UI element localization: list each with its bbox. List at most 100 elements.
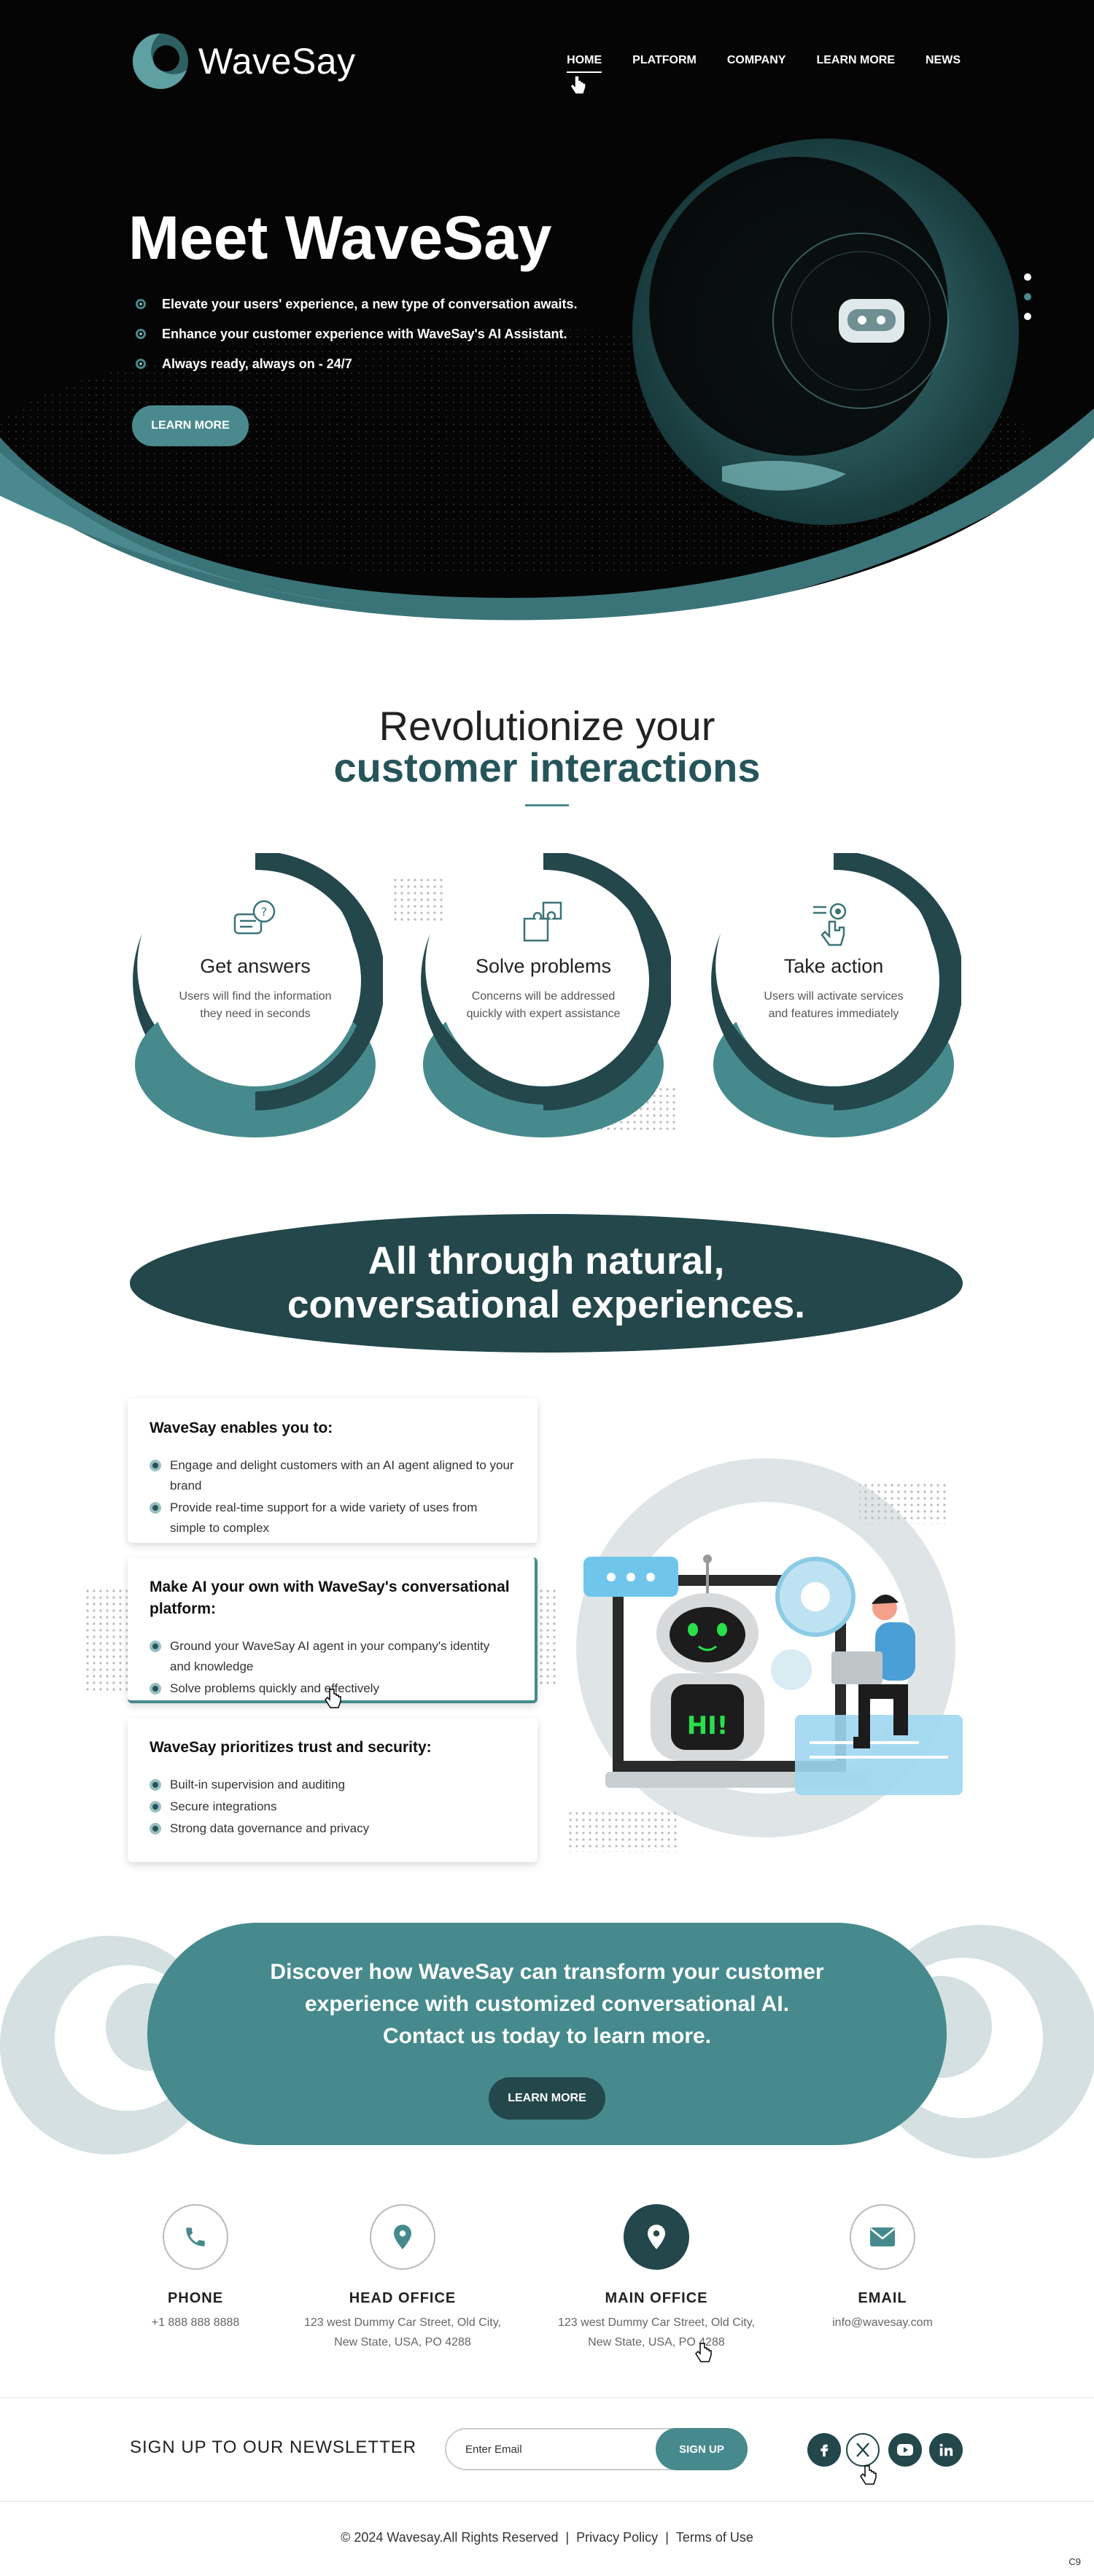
card-list-text: Strong data governance and privacy	[170, 1821, 370, 1835]
x-link[interactable]	[846, 2433, 880, 2467]
feature-description: Users will activate services and feature…	[764, 990, 904, 1020]
bullet-icon	[150, 1460, 161, 1471]
card-list-item: Provide real-time support for a wide var…	[150, 1498, 516, 1538]
card-list-text: Engage and delight customers with an AI …	[170, 1458, 514, 1493]
copyright-text: © 2024 Wavesay.All Rights Reserved	[341, 2530, 559, 2545]
contact-line: New State, USA, PO 4288	[588, 2336, 725, 2349]
cta-line: experience with customized conversationa…	[304, 1992, 790, 2016]
bullet-icon	[150, 1779, 161, 1791]
contact-email: EMAIL info@wavesay.com	[751, 2204, 1014, 2332]
robot-screen-text: HI!	[687, 1711, 729, 1740]
location-pin-icon	[394, 2225, 411, 2249]
terms-of-use-link[interactable]: Terms of Use	[675, 2530, 753, 2545]
bullet-icon	[150, 1801, 161, 1813]
card-list-item: Secure integrations	[150, 1797, 516, 1817]
contact-line: +1 888 888 8888	[151, 2316, 240, 2329]
nav-platform[interactable]: PLATFORM	[632, 54, 697, 66]
card-list-item: Solve problems quickly and effectively	[150, 1678, 513, 1699]
newsletter-email-input[interactable]	[465, 2440, 640, 2459]
info-card-security: WaveSay prioritizes trust and security: …	[128, 1718, 538, 1862]
slider-dot[interactable]	[1024, 313, 1031, 320]
youtube-link[interactable]	[888, 2433, 922, 2467]
footer: © 2024 Wavesay.All Rights Reserved | Priva…	[0, 2530, 1094, 2545]
slider-dot[interactable]	[1024, 273, 1031, 281]
hero-bullet: Elevate your users' experience, a new ty…	[136, 297, 578, 311]
contact-phone: PHONE +1 888 888 8888	[64, 2204, 327, 2332]
hero-section: WaveSay HOME PLATFORM COMPANY LEARN MORE…	[0, 0, 1094, 627]
robot-head-icon	[839, 299, 904, 343]
nav-news[interactable]: NEWS	[926, 54, 961, 66]
feature-card: Take action Users will activate services…	[728, 875, 939, 1086]
footer-separator: |	[565, 2530, 570, 2545]
hero-title: Meet WaveSay	[128, 203, 552, 273]
card-list-text: Secure integrations	[170, 1799, 277, 1813]
privacy-policy-link[interactable]: Privacy Policy	[576, 2530, 659, 2545]
banner-line2: conversational experiences.	[287, 1283, 805, 1326]
card-title: WaveSay prioritizes trust and security:	[150, 1739, 432, 1756]
corner-badge: C9	[1068, 2556, 1081, 2567]
title-underline	[525, 804, 569, 806]
cta-line: Discover how WaveSay can transform your …	[270, 1960, 824, 1984]
contact-icon-circle[interactable]	[850, 2204, 915, 2270]
contact-icon-circle[interactable]	[163, 2204, 228, 2270]
card-list: Built-in supervision and auditing Secure…	[150, 1775, 516, 1839]
contact-email-link[interactable]: info@wavesay.com	[832, 2316, 933, 2329]
card-list-text: Built-in supervision and auditing	[170, 1778, 346, 1791]
slider-dot-active[interactable]	[1024, 293, 1031, 300]
feature-title: Get answers	[200, 955, 311, 977]
feature-solve-problems: Solve problems Concerns will be addresse…	[416, 853, 671, 1137]
contact-detail: +1 888 888 8888	[64, 2313, 327, 2332]
logo[interactable]: WaveSay	[131, 29, 356, 93]
feature-title: Solve problems	[475, 955, 612, 977]
nav-home[interactable]: HOME	[567, 54, 602, 73]
card-list-text: Solve problems quickly and effectively	[170, 1681, 379, 1695]
email-icon	[870, 2227, 895, 2246]
feature-card: ? Get answers Users will find the inform…	[150, 875, 361, 1086]
hero-bullet-list: Elevate your users' experience, a new ty…	[136, 297, 578, 386]
hero-bullet-text: Elevate your users' experience, a new ty…	[162, 296, 578, 311]
card-list: Ground your WaveSay AI agent in your com…	[150, 1636, 513, 1699]
contact-line: New State, USA, PO 4288	[334, 2336, 471, 2349]
contact-detail: 123 west Dummy Car Street, Old City,New …	[271, 2313, 534, 2352]
feature-card: Solve problems Concerns will be addresse…	[438, 875, 649, 1086]
x-icon	[856, 2443, 869, 2457]
intro-title-line1: Revolutionize your	[379, 703, 715, 749]
linkedin-icon	[939, 2443, 953, 2456]
youtube-icon	[897, 2444, 913, 2456]
hand-cursor-icon	[695, 2343, 712, 2362]
contact-icon-circle[interactable]	[370, 2204, 435, 2270]
card-title: Make AI your own with WaveSay's conversa…	[150, 1579, 510, 1617]
card-list: Engage and delight customers with an AI …	[150, 1455, 516, 1538]
newsletter-form: SIGN UP	[445, 2428, 748, 2470]
feature-get-answers: ? Get answers Users will find the inform…	[128, 853, 383, 1137]
bullet-icon	[136, 359, 146, 369]
cta-learn-more-button[interactable]: LEARN MORE	[489, 2077, 605, 2120]
nav-company[interactable]: COMPANY	[726, 54, 786, 66]
feature-description: Users will find the information they nee…	[179, 990, 332, 1020]
bullet-icon	[150, 1641, 161, 1652]
hero-learn-more-button[interactable]: LEARN MORE	[132, 405, 249, 446]
card-list-text: Provide real-time support for a wide var…	[170, 1501, 478, 1535]
decorative-dot-grid	[394, 879, 445, 922]
slider-dots	[1024, 273, 1031, 332]
facebook-link[interactable]	[807, 2433, 841, 2467]
touch-gear-icon	[813, 903, 847, 946]
wavesay-logo-icon	[132, 33, 188, 89]
bullet-icon	[150, 1683, 161, 1694]
main-nav: HOME PLATFORM COMPANY LEARN MORE NEWS	[567, 54, 961, 73]
hero-title-bold: WaveSay	[284, 203, 552, 272]
phone-icon	[186, 2227, 205, 2246]
newsletter-signup-button[interactable]: SIGN UP	[656, 2428, 748, 2470]
contact-title: PHONE	[167, 2290, 224, 2306]
hand-cursor-icon	[570, 75, 586, 95]
contact-icon-circle[interactable]	[624, 2204, 689, 2270]
bullet-icon	[150, 1502, 161, 1514]
facebook-icon	[820, 2444, 829, 2457]
hero-background-waves	[0, 139, 1094, 627]
bullet-icon	[136, 299, 146, 309]
nav-learn-more[interactable]: LEARN MORE	[816, 54, 895, 66]
divider	[0, 2397, 1094, 2398]
bullet-icon	[150, 1823, 161, 1834]
linkedin-link[interactable]	[929, 2433, 963, 2467]
